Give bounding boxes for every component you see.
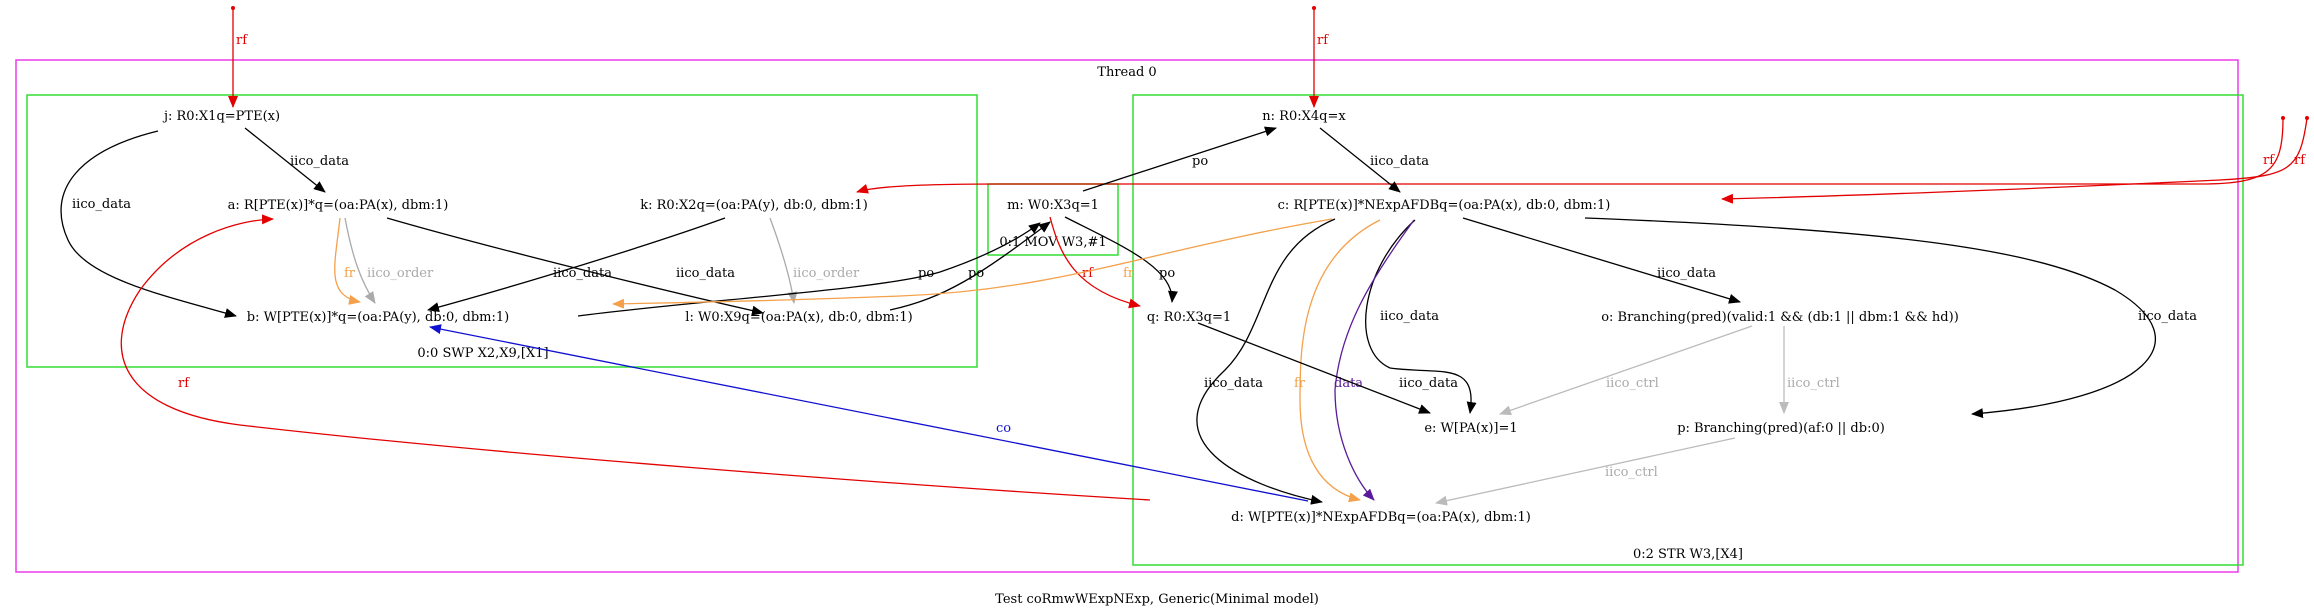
edge-m-q-rf — [1049, 216, 1141, 309]
edge-a-b-order — [344, 217, 376, 304]
edge-c-e — [1365, 219, 1477, 414]
edge-label-rf-in-c: rf — [2294, 153, 2306, 168]
edge-label-q-e: iico_data — [1399, 376, 1458, 391]
edge-d-b-co — [429, 324, 1309, 502]
thread-label: Thread 0 — [1097, 65, 1156, 80]
instruction-box-0-label: 0:0 SWP X2,X9,[X1] — [417, 346, 548, 361]
node-m: m: W0:X3q=1 — [1007, 198, 1099, 213]
edge-label-p-d: iico_ctrl — [1605, 465, 1658, 480]
edge-label-c-p: iico_data — [2138, 309, 2197, 324]
edge-label-a-b-order: iico_order — [367, 266, 434, 281]
instruction-box-2-label: 0:2 STR W3,[X4] — [1633, 547, 1743, 562]
edge-c-b-fr — [612, 218, 1333, 309]
edge-label-c-d-data: data — [1334, 376, 1363, 391]
node-k: k: R0:X2q=(oa:PA(y), db:0, dbm:1) — [640, 198, 868, 213]
node-p: p: Branching(pred)(af:0 || db:0) — [1677, 421, 1885, 436]
edge-label-c-e: iico_data — [1380, 309, 1439, 324]
edge-b-m — [577, 222, 1041, 317]
edge-label-c-b-fr: fr — [1123, 266, 1135, 281]
node-a: a: R[PTE(x)]*q=(oa:PA(x), dbm:1) — [228, 198, 449, 213]
node-e: e: W[PA(x)]=1 — [1424, 421, 1517, 436]
edge-k-l — [769, 217, 798, 304]
node-q: q: R0:X3q=1 — [1147, 310, 1231, 325]
edge-p-d — [1435, 437, 1736, 506]
edge-label-c-d-fr: fr — [1294, 376, 1306, 391]
edge-label-d-a-rf: rf — [178, 376, 190, 391]
edge-label-j-a: iico_data — [290, 154, 349, 169]
edge-label-l-m: po — [968, 266, 984, 281]
instruction-box-1-label: 0:1 MOV W3,#1 — [999, 235, 1106, 250]
node-l: l: W0:X9q=(oa:PA(x), db:0, dbm:1) — [685, 310, 912, 325]
edge-label-j-b: iico_data — [72, 197, 131, 212]
edge-n-c — [1319, 127, 1401, 193]
edge-rf-in-a — [856, 117, 2284, 194]
edge-label-rf-in-a: rf — [2263, 153, 2275, 168]
edge-a-b-fr — [334, 217, 361, 305]
edge-j-b — [60, 130, 237, 318]
edge-c-d — [1196, 218, 1336, 505]
edge-label-m-q-po: po — [1159, 266, 1175, 281]
edge-rf-in-c — [1721, 117, 2308, 204]
edge-label-n-c: iico_data — [1370, 154, 1429, 169]
instruction-box-2 — [1132, 94, 2244, 566]
node-j: j: R0:X1q=PTE(x) — [162, 109, 280, 124]
node-b: b: W[PTE(x)]*q=(oa:PA(y), db:0, dbm:1) — [247, 310, 509, 325]
edge-o-e — [1499, 325, 1753, 416]
edge-c-o — [1462, 217, 1741, 304]
edge-k-b — [427, 217, 726, 312]
edge-label-c-d: iico_data — [1204, 376, 1263, 391]
edge-c-p — [1584, 217, 2157, 419]
edge-label-k-l: iico_order — [793, 266, 860, 281]
edge-m-q-po — [1064, 216, 1178, 303]
edge-label-c-o: iico_data — [1657, 266, 1716, 281]
edge-label-a-l: iico_data — [676, 266, 735, 281]
edge-label-a-b-fr: fr — [344, 266, 356, 281]
node-o: o: Branching(pred)(valid:1 && (db:1 || d… — [1601, 310, 1959, 325]
node-c: c: R[PTE(x)]*NExpAFDBq=(oa:PA(x), db:0, … — [1278, 198, 1611, 213]
diagram-caption: Test coRmwWExpNExp, Generic(Minimal mode… — [995, 592, 1319, 607]
edge-label-m-q-rf: rf — [1082, 266, 1094, 281]
edge-label-rf-in-j: rf — [236, 33, 248, 48]
edge-d-a-rf — [120, 214, 1151, 501]
edge-q-e — [1197, 322, 1431, 414]
edge-label-b-m: po — [918, 266, 934, 281]
edge-label-o-e: iico_ctrl — [1606, 376, 1659, 391]
edge-label-k-b: iico_data — [553, 266, 612, 281]
edge-label-d-b-co: co — [996, 421, 1011, 436]
edge-label-o-p: iico_ctrl — [1787, 376, 1840, 391]
edge-l-m — [889, 221, 1051, 311]
edge-c-d-fr — [1299, 219, 1381, 503]
edge-m-n — [1082, 126, 1277, 192]
edge-j-a — [244, 127, 326, 193]
edge-label-rf-in-n: rf — [1317, 33, 1329, 48]
edge-a-l — [386, 217, 764, 316]
instruction-box-0 — [26, 94, 978, 368]
edge-label-m-n: po — [1192, 154, 1208, 169]
edge-c-d-data — [1334, 219, 1415, 501]
node-n: n: R0:X4q=x — [1262, 109, 1346, 124]
thread-cluster — [15, 59, 2239, 573]
node-d: d: W[PTE(x)]*NExpAFDBq=(oa:PA(x), dbm:1) — [1231, 510, 1531, 525]
